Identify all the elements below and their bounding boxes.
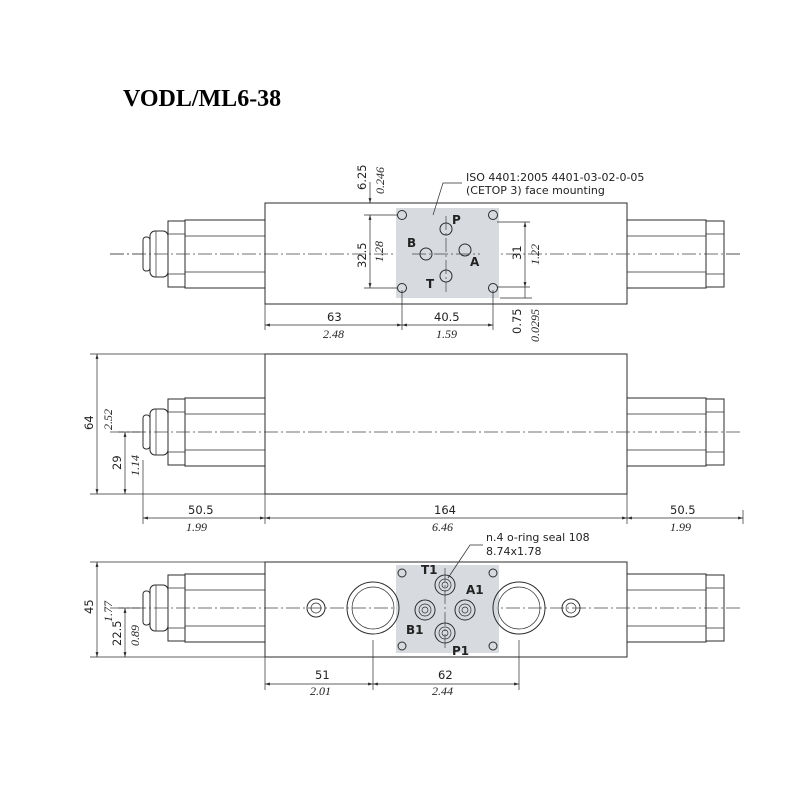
mounting-face-note: (CETOP 3) face mounting <box>466 184 605 197</box>
dim-50-5-left: 50.5 <box>188 503 214 517</box>
dim-63: 63 <box>327 310 342 324</box>
dim-0-246: 0.246 <box>373 167 387 194</box>
dim-1-99-right: 1.99 <box>670 520 691 534</box>
bottom-view: T1 A1 B1 P1 n.4 o-ring seal 108 8.74x1.7… <box>82 531 740 698</box>
dim-64: 64 <box>82 415 96 430</box>
side-valve-body <box>264 353 628 495</box>
dim-2-52: 2.52 <box>101 409 115 430</box>
page-title: VODL/ML6-38 <box>123 86 282 112</box>
dim-22-5: 22.5 <box>110 620 124 646</box>
side-view: 64 2.52 29 1.14 50.5 1.99 164 6.46 50.5 … <box>82 353 744 534</box>
dim-2-01: 2.01 <box>310 684 331 698</box>
o-ring-note: n.4 o-ring seal 108 <box>486 531 590 544</box>
top-mounting-pad <box>396 208 499 298</box>
left-plug <box>306 598 326 618</box>
dim-2-44: 2.44 <box>432 684 453 698</box>
mounting-standard-note: ISO 4401:2005 4401-03-02-0-05 <box>466 171 644 184</box>
dim-1-77: 1.77 <box>101 600 115 622</box>
dim-6-25: 6.25 <box>355 164 369 190</box>
bottom-mounting-pad <box>396 565 499 653</box>
dim-0-0295: 0.0295 <box>528 309 542 342</box>
right-plug <box>561 598 581 618</box>
dim-50-5-right: 50.5 <box>670 503 696 517</box>
port-label-p1: P1 <box>452 644 469 658</box>
port-label-a1: A1 <box>466 583 484 597</box>
port-label-t: T <box>426 277 435 291</box>
left-bore <box>346 581 400 635</box>
dim-2-48: 2.48 <box>323 327 344 341</box>
dim-6-46: 6.46 <box>432 520 453 534</box>
dim-1-22: 1.22 <box>528 244 542 265</box>
top-view: P B A T ISO 4401:2005 4401-03-02-0-05 (C… <box>110 164 740 342</box>
o-ring-size-note: 8.74x1.78 <box>486 545 542 558</box>
dim-1-28: 1.28 <box>372 241 386 262</box>
dim-29: 29 <box>110 455 124 470</box>
dim-1-99-left: 1.99 <box>186 520 207 534</box>
dim-40-5: 40.5 <box>434 310 460 324</box>
dim-0-89: 0.89 <box>128 625 142 646</box>
right-bore <box>492 581 546 635</box>
dim-32-5: 32.5 <box>355 242 369 268</box>
port-label-p: P <box>452 213 461 227</box>
dim-31: 31 <box>510 245 524 260</box>
port-label-b: B <box>407 236 416 250</box>
dim-45: 45 <box>82 599 96 614</box>
dim-164: 164 <box>434 503 456 517</box>
dim-1-59: 1.59 <box>436 327 457 341</box>
port-label-a: A <box>470 255 480 269</box>
dim-0-75: 0.75 <box>510 308 524 334</box>
dim-51: 51 <box>315 668 330 682</box>
dim-1-14: 1.14 <box>128 455 142 476</box>
port-label-b1: B1 <box>406 623 424 637</box>
dim-62: 62 <box>438 668 453 682</box>
port-label-t1: T1 <box>421 563 438 577</box>
